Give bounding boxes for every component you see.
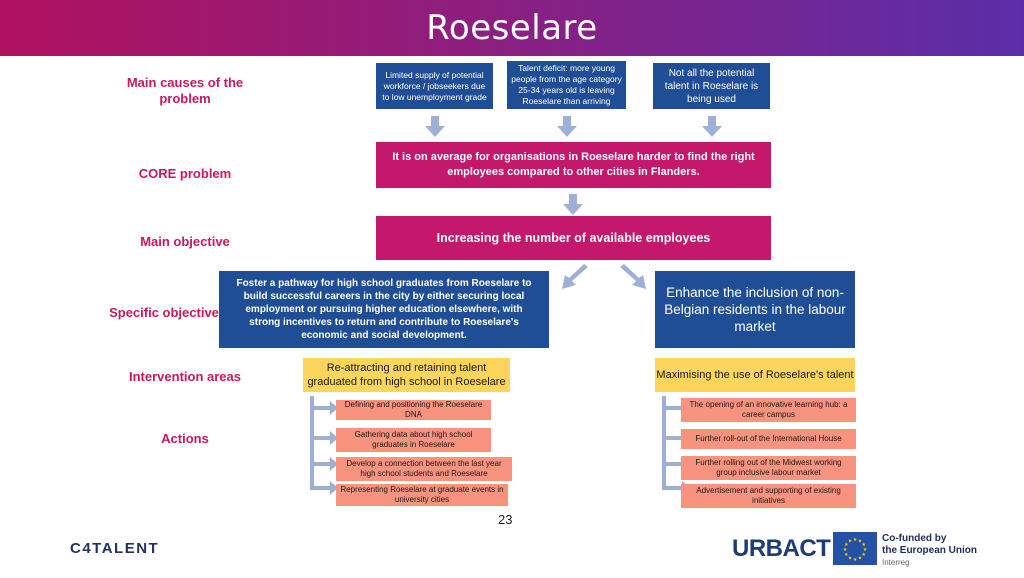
eu-flag-icon: ★★★ ★★★ ★★★ ★★★ xyxy=(833,532,877,565)
label-main-objective: Main objective xyxy=(140,234,230,249)
label-core-problem: CORE problem xyxy=(138,166,232,181)
label-intervention-areas: Intervention areas xyxy=(129,369,241,384)
svg-text:★: ★ xyxy=(858,556,863,562)
svg-text:★: ★ xyxy=(844,542,849,548)
cofunded-text: Co-funded by the European Union xyxy=(882,533,977,557)
core-problem-box: It is on average for organisations in Ro… xyxy=(376,142,771,188)
svg-text:★: ★ xyxy=(863,547,868,553)
action-right-1: The opening of an innovative learning hu… xyxy=(681,398,856,422)
svg-text:★: ★ xyxy=(848,538,853,544)
specific-objective-box-2: Enhance the inclusion of non-Belgian res… xyxy=(655,271,855,348)
arrow-down-icon xyxy=(702,116,722,137)
intervention-area-box-2: Maximising the use of Roeselare's talent xyxy=(655,358,855,392)
svg-text:★: ★ xyxy=(858,538,863,544)
action-right-3: Further rolling out of the Midwest worki… xyxy=(681,456,856,480)
cause-box-1: Limited supply of potential workforce / … xyxy=(376,63,493,109)
action-left-4: Representing Roeselare at graduate event… xyxy=(336,484,508,506)
page-title: Roeselare xyxy=(426,8,598,48)
action-left-2: Gathering data about high school graduat… xyxy=(336,428,491,452)
arrow-down-icon xyxy=(563,194,583,215)
arrow-down-right-icon xyxy=(620,264,646,289)
cofunded-line-1: Co-funded by xyxy=(882,533,947,544)
svg-text:★: ★ xyxy=(853,537,858,543)
problem-tree-diagram: Main causes of the problem CORE problem … xyxy=(100,56,908,518)
main-objective-box: Increasing the number of available emplo… xyxy=(376,216,771,260)
label-actions: Actions xyxy=(161,431,209,446)
svg-text:★: ★ xyxy=(861,542,866,548)
label-main-causes: Main causes of the problem xyxy=(126,75,244,106)
intervention-area-box-1: Re-attracting and retaining talent gradu… xyxy=(303,358,510,392)
specific-objective-box-1: Foster a pathway for high school graduat… xyxy=(219,271,549,348)
svg-text:★: ★ xyxy=(848,556,853,562)
svg-text:★: ★ xyxy=(844,552,849,558)
page-number: 23 xyxy=(498,512,513,527)
cause-box-2: Talent deficit: more young people from t… xyxy=(507,61,626,109)
header-bar: Roeselare xyxy=(0,0,1024,56)
arrow-down-left-icon xyxy=(562,264,588,289)
urbact-logo: URBACT xyxy=(732,535,831,562)
label-specific-objective: Specific objective xyxy=(109,305,219,320)
cofunded-line-2: the European Union xyxy=(882,545,977,556)
arrow-down-icon xyxy=(425,116,445,137)
svg-text:★: ★ xyxy=(861,552,866,558)
c4talent-logo: C4TALENT xyxy=(70,540,160,557)
svg-text:★: ★ xyxy=(853,557,858,563)
action-right-2: Further roll-out of the International Ho… xyxy=(681,429,856,449)
action-left-3: Develop a connection between the last ye… xyxy=(336,457,512,481)
svg-text:★: ★ xyxy=(843,547,848,553)
actions-connector-left xyxy=(310,396,338,495)
action-left-1: Defining and positioning the Roeselare D… xyxy=(336,400,491,420)
action-right-4: Advertisement and supporting of existing… xyxy=(681,484,856,508)
cause-box-3: Not all the potential talent in Roeselar… xyxy=(653,63,770,109)
interreg-label: Interreg xyxy=(882,558,910,567)
arrow-down-icon xyxy=(557,116,577,137)
